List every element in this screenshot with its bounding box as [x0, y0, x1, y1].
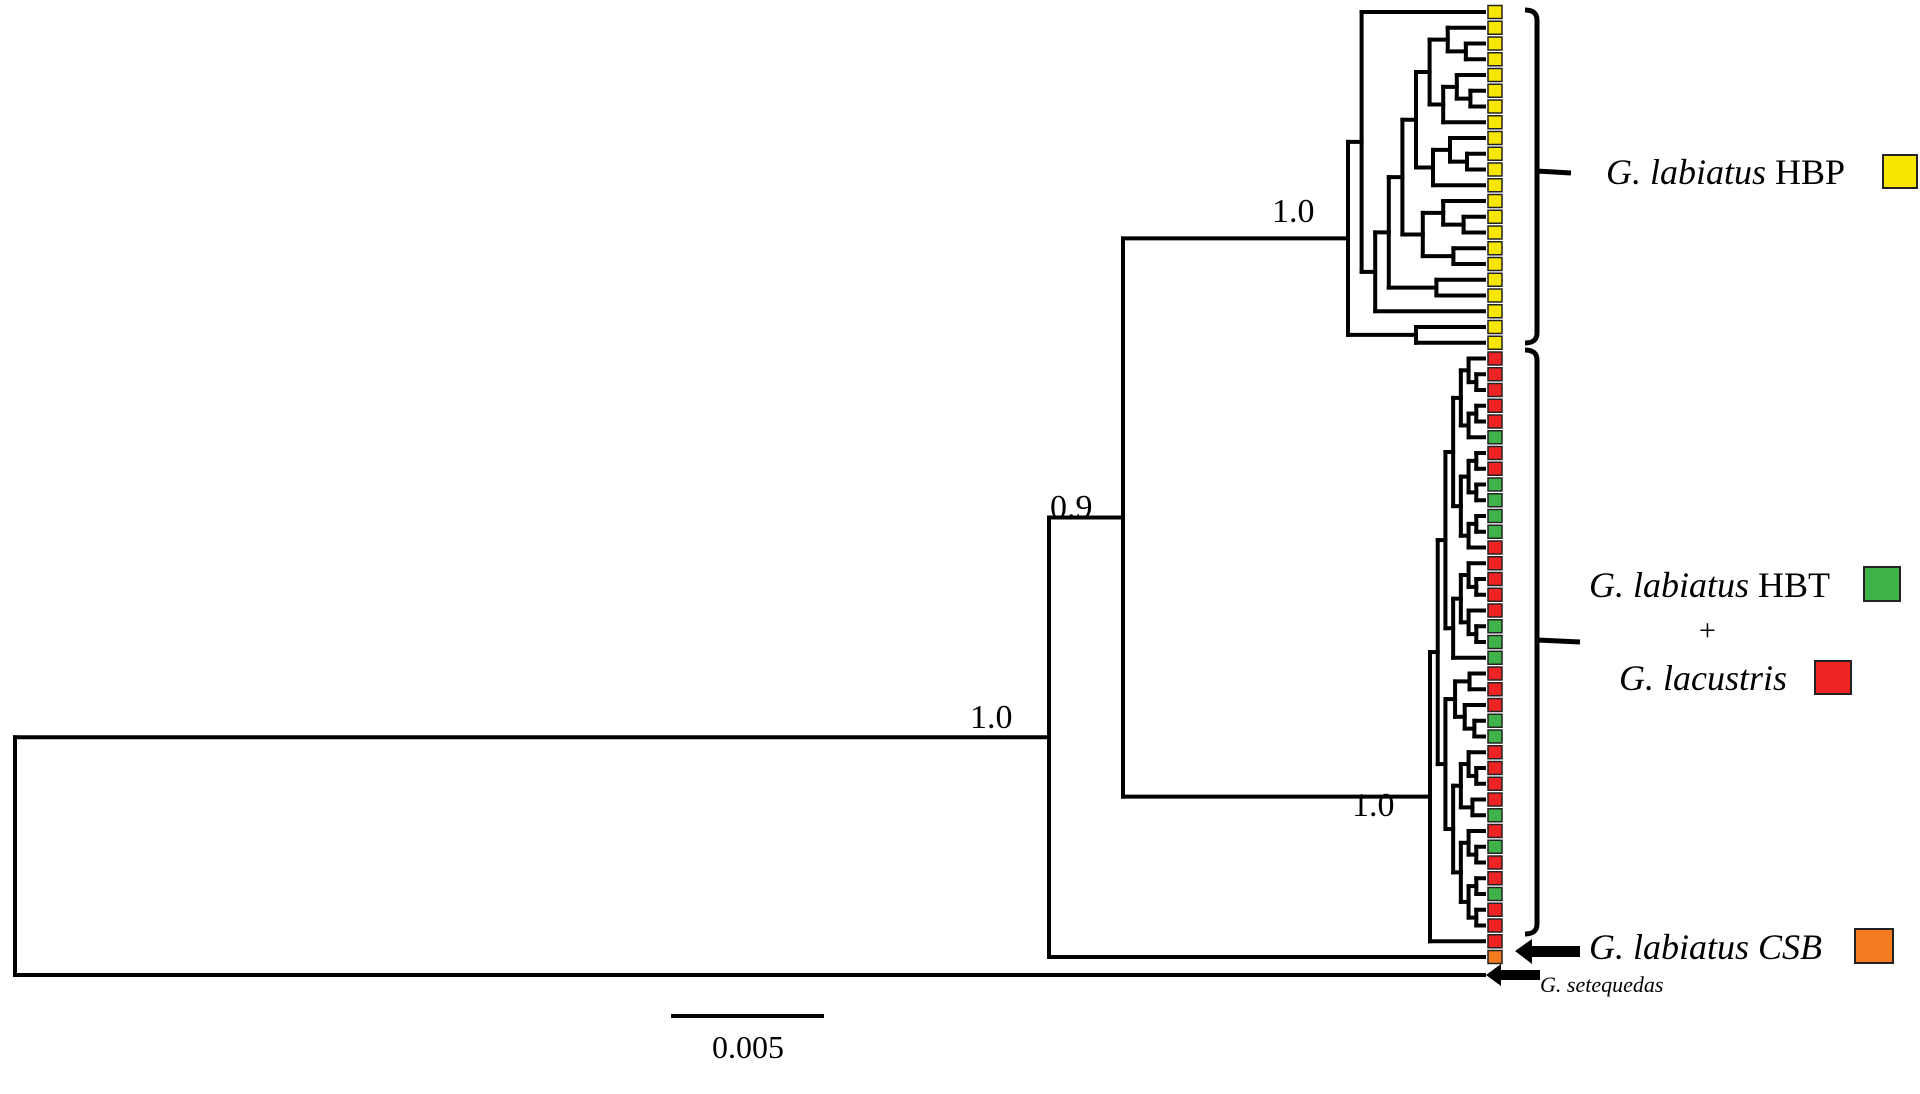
tip-marker-hbp: [1487, 193, 1503, 209]
tip-marker-lac: [1487, 776, 1503, 791]
tip-marker-lac: [1487, 398, 1503, 413]
tip-marker-lac: [1487, 556, 1503, 571]
tip-marker-hbp: [1487, 130, 1503, 146]
tip-marker-hbt: [1487, 839, 1503, 854]
tip-marker-hbp: [1487, 162, 1503, 177]
tree-branches: [13, 10, 1486, 977]
tip-marker-hbt: [1487, 430, 1503, 445]
tip-marker-lac: [1487, 382, 1503, 398]
tip-marker-hbp: [1487, 288, 1503, 303]
tip-marker-hbt: [1487, 650, 1503, 665]
tip-marker-lac: [1487, 445, 1503, 461]
tip-marker-lac: [1487, 760, 1503, 776]
tip-marker-hbp: [1487, 20, 1503, 35]
tip-marker-hbp: [1487, 319, 1503, 335]
legend-square-hbp: [1882, 154, 1918, 189]
tip-marker-lac: [1487, 682, 1503, 697]
tip-marker-hbt: [1487, 808, 1503, 823]
tip-marker-hbp: [1487, 146, 1503, 161]
tip-marker-lac: [1487, 603, 1503, 618]
support-labiatus-lacustris: 1.0: [970, 699, 1013, 736]
arrow-setequedas: [1486, 964, 1540, 986]
tip-marker-lac: [1487, 792, 1503, 807]
label-plus: +: [1699, 614, 1716, 647]
tip-marker-hbt: [1487, 729, 1503, 744]
legend-square-hbt: [1863, 566, 1901, 602]
tip-marker-lac: [1487, 697, 1503, 713]
tip-marker-hbp: [1487, 83, 1503, 98]
tip-marker-lac: [1487, 414, 1503, 429]
tip-marker-hbp: [1487, 115, 1503, 130]
tip-marker-hbp: [1487, 36, 1503, 51]
arrow-csb: [1515, 939, 1580, 964]
label-csb: G. labiatus CSB: [1589, 927, 1822, 967]
tip-marker-hbp: [1487, 304, 1503, 319]
tip-marker-hbp: [1487, 52, 1503, 67]
tip-marker-lac: [1487, 571, 1503, 587]
label-lacustris: G. lacustris: [1619, 658, 1787, 698]
bracket-hbt-lacustris: [1524, 347, 1581, 937]
scale-bar-label: 0.005: [712, 1029, 784, 1065]
tip-markers: [1487, 4, 1503, 965]
tip-marker-hbp: [1487, 67, 1503, 83]
tip-marker-hbp: [1487, 209, 1503, 224]
legend-square-lacustris: [1814, 660, 1852, 695]
label-setequedas: G. setequedas: [1540, 972, 1663, 997]
tip-marker-lac: [1487, 934, 1503, 949]
support-ingroup: 0.9: [1050, 489, 1093, 526]
tip-marker-lac: [1487, 540, 1503, 555]
tip-marker-hbt: [1487, 493, 1503, 508]
support-hbp: 1.0: [1272, 193, 1315, 230]
tip-marker-lac: [1487, 351, 1503, 366]
tip-marker-hbt: [1487, 524, 1503, 539]
tip-marker-hbp: [1487, 225, 1503, 240]
legend-square-csb: [1854, 928, 1894, 964]
tip-marker-hbp: [1487, 256, 1503, 272]
tip-marker-hbt: [1487, 477, 1503, 492]
tip-marker-csb: [1487, 949, 1503, 965]
tip-marker-hbp: [1487, 4, 1503, 20]
tip-marker-lac: [1487, 461, 1503, 476]
support-hbt: 1.0: [1352, 787, 1395, 824]
tip-marker-lac: [1487, 745, 1503, 760]
tip-marker-hbt: [1487, 886, 1503, 902]
label-hbp: G. labiatus HBP: [1606, 152, 1845, 192]
tip-marker-lac: [1487, 918, 1503, 933]
tip-marker-hbp: [1487, 178, 1503, 193]
tip-marker-hbt: [1487, 508, 1503, 524]
tip-marker-lac: [1487, 587, 1503, 602]
tip-marker-lac: [1487, 871, 1503, 886]
tip-marker-lac: [1487, 855, 1503, 870]
tip-marker-hbt: [1487, 634, 1503, 650]
tip-marker-hbp: [1487, 99, 1503, 114]
tip-marker-hbp: [1487, 335, 1503, 350]
tip-marker-hbt: [1487, 619, 1503, 634]
bracket-hbp: [1524, 7, 1572, 346]
tip-marker-lac: [1487, 367, 1503, 382]
tip-marker-hbp: [1487, 241, 1503, 256]
tip-marker-hbp: [1487, 272, 1503, 287]
tip-marker-lac: [1487, 666, 1503, 681]
label-hbt: G. labiatus HBT: [1589, 565, 1830, 605]
tip-marker-hbt: [1487, 713, 1503, 728]
tip-marker-lac: [1487, 902, 1503, 917]
tip-marker-lac: [1487, 823, 1503, 839]
